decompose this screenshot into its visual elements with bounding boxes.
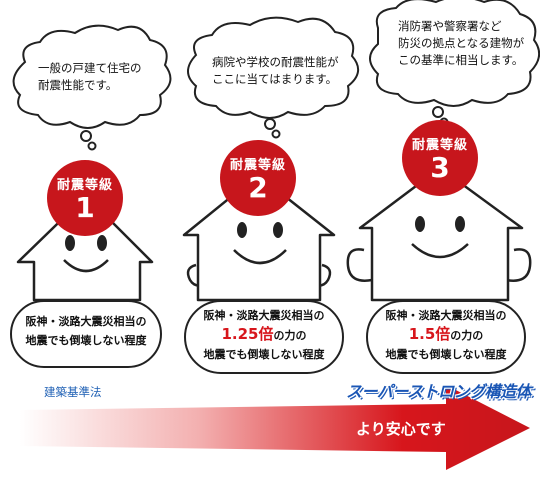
- badge-label: 耐震等級: [411, 138, 468, 153]
- super-strong-structure-label: スーパーストロング構造体: [346, 382, 532, 401]
- building-standards-law-label: 建築基準法: [44, 385, 102, 399]
- bubble-text-2: 病院や学校の耐震性能が ここに当てはまります。: [212, 55, 339, 86]
- grade-description-3: 阪神・淡路大震災相当の 1.5倍の力の 地震でも倒壊しない程度: [366, 300, 526, 374]
- bubble-text-1: 一般の戸建て住宅の 耐震性能です。: [38, 61, 142, 92]
- strength-ratio: 1.5倍: [408, 325, 451, 343]
- seismic-grade-badge-3: 耐震等級 3: [402, 120, 478, 196]
- bubble-text-3: 消防署や警察署など 防災の拠点となる建物が この基準に相当します。: [398, 19, 525, 67]
- speech-bubble-1: [12, 24, 172, 151]
- grade-description-2: 阪神・淡路大震災相当の 1.25倍の力の 地震でも倒壊しない程度: [184, 300, 344, 374]
- badge-label: 耐震等級: [229, 158, 286, 173]
- badge-number: 2: [248, 171, 268, 204]
- strength-ratio: 1.25倍: [221, 325, 274, 343]
- seismic-grade-badge-2: 耐震等級 2: [220, 140, 296, 216]
- speech-bubble-2: [187, 16, 359, 139]
- badge-number: 1: [75, 191, 95, 224]
- arrow-label: より安心です: [356, 420, 446, 438]
- badge-number: 3: [430, 151, 450, 184]
- seismic-grade-badge-1: 耐震等級 1: [47, 160, 123, 236]
- badge-label: 耐震等級: [56, 178, 113, 193]
- safety-arrow: [20, 385, 530, 470]
- grade-description-1: 阪神・淡路大震災相当の 地震でも倒壊しない程度: [10, 300, 162, 368]
